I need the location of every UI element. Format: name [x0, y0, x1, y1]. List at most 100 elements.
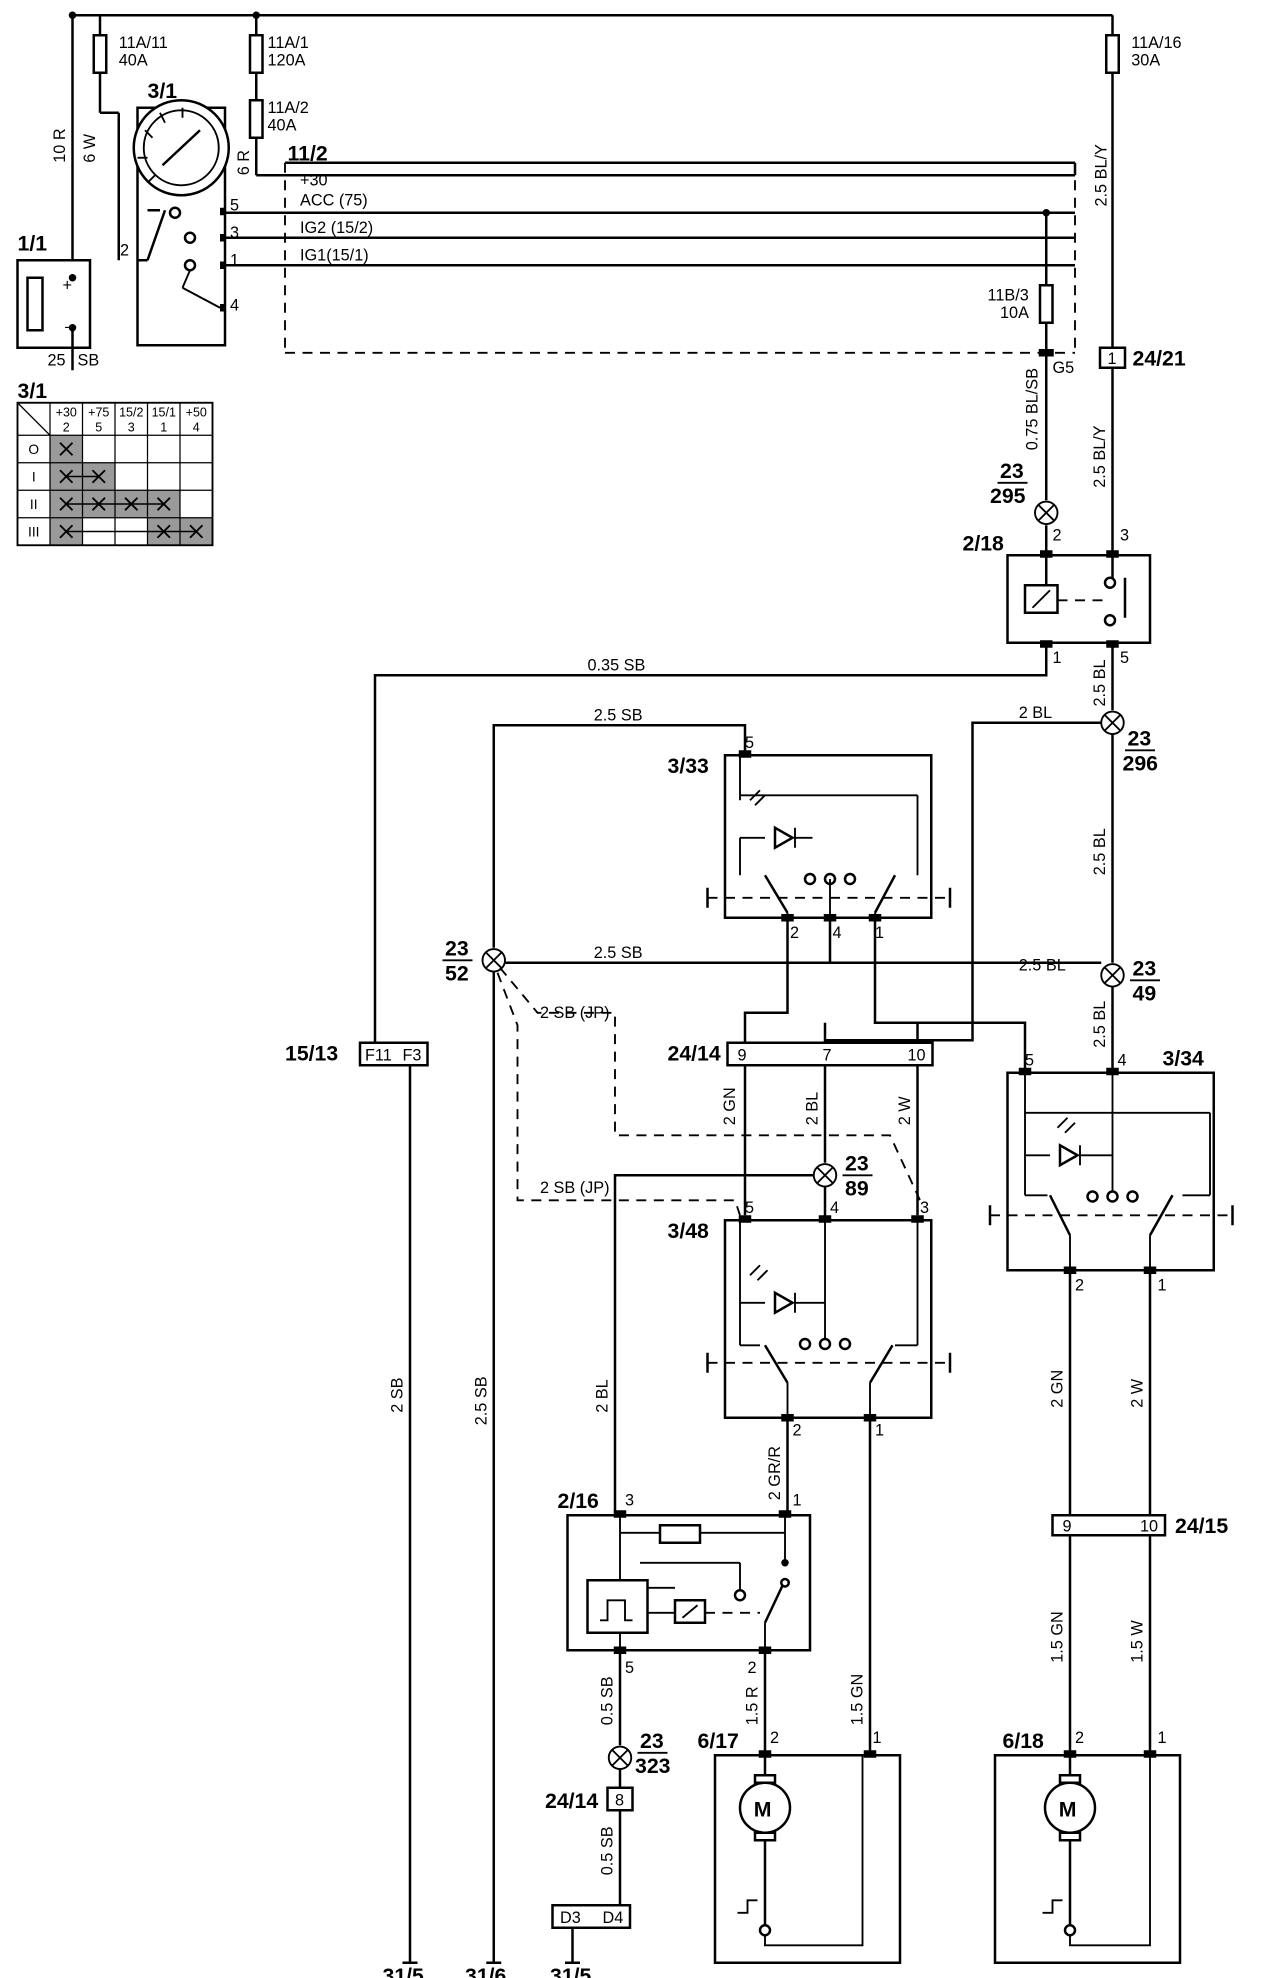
svg-text:23: 23	[1133, 956, 1157, 980]
svg-text:9: 9	[738, 1046, 747, 1064]
wire-label: 2.5 SB	[594, 706, 643, 724]
connector-pin: G5	[1053, 359, 1075, 377]
svg-text:23: 23	[445, 936, 469, 960]
wire-label: 2.5 BL	[1091, 660, 1109, 707]
wire-label: 0.75 BL/SB	[1024, 368, 1042, 450]
svg-text:1: 1	[1158, 1276, 1167, 1294]
connector-24-14-bottom: 24/14 8	[545, 1786, 634, 1813]
svg-text:2: 2	[1075, 1729, 1084, 1747]
svg-text:4: 4	[1118, 1051, 1127, 1069]
fuse-11a-2: 11A/2 40A	[248, 99, 309, 140]
svg-text:1: 1	[1158, 1729, 1167, 1747]
battery: 1/1 + – 25 SB	[16, 231, 99, 371]
pin: 4	[230, 296, 239, 314]
wire-label: 1.5 W	[1129, 1620, 1147, 1663]
svg-text:D3: D3	[560, 1909, 581, 1927]
svg-text:2: 2	[793, 1421, 802, 1439]
switch-3-33: 3/33 5 2 4 1	[668, 734, 952, 942]
svg-text:323: 323	[635, 1754, 671, 1778]
component-label: 3/48	[668, 1219, 710, 1243]
component-label: 11/2	[288, 141, 328, 165]
connector-24-21: 1 24/21	[1098, 346, 1186, 370]
pin: 5	[230, 196, 239, 214]
wire-label: 6 R	[235, 150, 253, 175]
wire-label: 25	[48, 351, 66, 369]
fuse-id: 11A/16	[1131, 34, 1181, 52]
table-x-mark	[91, 497, 106, 511]
connector-24-15: 9 10 24/15	[1051, 1514, 1228, 1538]
ignition-switch: 3/1 2 5 3 1 4	[120, 79, 239, 347]
connector-pin: 1	[1108, 350, 1117, 368]
ground-label: 31/6	[465, 1964, 507, 1978]
svg-text:5: 5	[745, 1199, 754, 1217]
svg-text:7: 7	[823, 1046, 832, 1064]
svg-text:49: 49	[1133, 981, 1157, 1005]
svg-text:3: 3	[920, 1199, 929, 1217]
splice-23-49: 23 49	[1100, 956, 1160, 1005]
fuse-11a-11: 11A/11 40A	[92, 34, 168, 75]
wire-label: 10 R	[51, 128, 69, 162]
fuse-id: 11A/11	[119, 34, 168, 52]
svg-text:F11: F11	[365, 1046, 392, 1064]
svg-text:2: 2	[1053, 526, 1062, 544]
svg-text:F3: F3	[403, 1046, 422, 1064]
wire-label: 2 BL	[804, 1092, 822, 1125]
svg-text:10: 10	[1140, 1518, 1158, 1536]
svg-text:3: 3	[625, 1491, 634, 1509]
table-x-mark	[156, 497, 171, 511]
wire-label: 2 BL	[594, 1379, 612, 1412]
wire-label: 2 W	[1129, 1378, 1147, 1408]
svg-text:+: +	[63, 276, 73, 294]
table-header-pin: 4	[193, 421, 200, 435]
table-header-pin: 3	[128, 421, 135, 435]
wire-label: 1.5 GN	[1049, 1611, 1067, 1662]
table-row-label: O	[28, 442, 39, 457]
table-x-mark	[59, 524, 74, 539]
table-x-mark	[189, 524, 204, 539]
wire-label: 2 GN	[721, 1087, 739, 1125]
component-label: 24/14	[668, 1041, 721, 1065]
connector-15-13: 15/13 F11 F3	[285, 1041, 429, 1067]
fuse-11a-1: 11A/1 120A	[248, 34, 309, 75]
ground-label: 31/5	[383, 1964, 425, 1978]
table-x-mark	[59, 497, 74, 511]
svg-text:1: 1	[1053, 649, 1062, 667]
table-header-term: 15/1	[152, 406, 176, 420]
svg-text:4: 4	[833, 924, 842, 942]
table-x-mark	[156, 524, 171, 539]
table-header-term: +50	[186, 406, 207, 420]
wire-label: 2 SB (JP)	[540, 1179, 610, 1197]
component-label: 24/14	[545, 1789, 598, 1813]
bus-line: ACC (75)	[300, 191, 368, 209]
wire-label: 1.5 GN	[849, 1674, 867, 1725]
wire-label: 2.5 SB	[472, 1376, 490, 1425]
component-label: 24/21	[1133, 346, 1186, 370]
table-title: 3/1	[18, 379, 48, 403]
table-header-pin: 1	[160, 421, 167, 435]
bus-11-2: 11/2 +30 ACC (75) IG2 (15/2) IG1(15/1)	[225, 141, 1076, 354]
pin: 2	[120, 241, 129, 259]
wire-label: 2.5 SB	[594, 944, 643, 962]
wire-label: 0.5 SB	[599, 1676, 617, 1725]
table-x-mark	[91, 469, 106, 484]
component-label: 3/34	[1163, 1046, 1205, 1070]
splice-23-89: 23 89	[812, 1151, 873, 1200]
bus-line: IG1(15/1)	[300, 246, 369, 264]
component-label: 2/18	[963, 531, 1005, 555]
table-row-label: I	[32, 470, 36, 485]
svg-text:1: 1	[873, 1729, 882, 1747]
wire-label: 2.5 BL/Y	[1091, 425, 1109, 487]
svg-text:295: 295	[990, 484, 1026, 508]
svg-text:D4: D4	[603, 1909, 624, 1927]
table-header-term: 15/2	[119, 406, 143, 420]
connector-d3-d4: D3 D4	[551, 1904, 632, 1929]
svg-text:M: M	[754, 1798, 772, 1822]
svg-text:2: 2	[1075, 1276, 1084, 1294]
wire-label: 0.5 SB	[599, 1826, 617, 1875]
component-label: 1/1	[18, 231, 48, 255]
svg-text:23: 23	[1000, 459, 1024, 483]
switch-3-48: 3/48 5 4 3 2 1	[668, 1199, 952, 1439]
svg-text:5: 5	[745, 734, 754, 752]
motor-6-18: 6/18 M 2 1	[993, 1729, 1182, 1964]
